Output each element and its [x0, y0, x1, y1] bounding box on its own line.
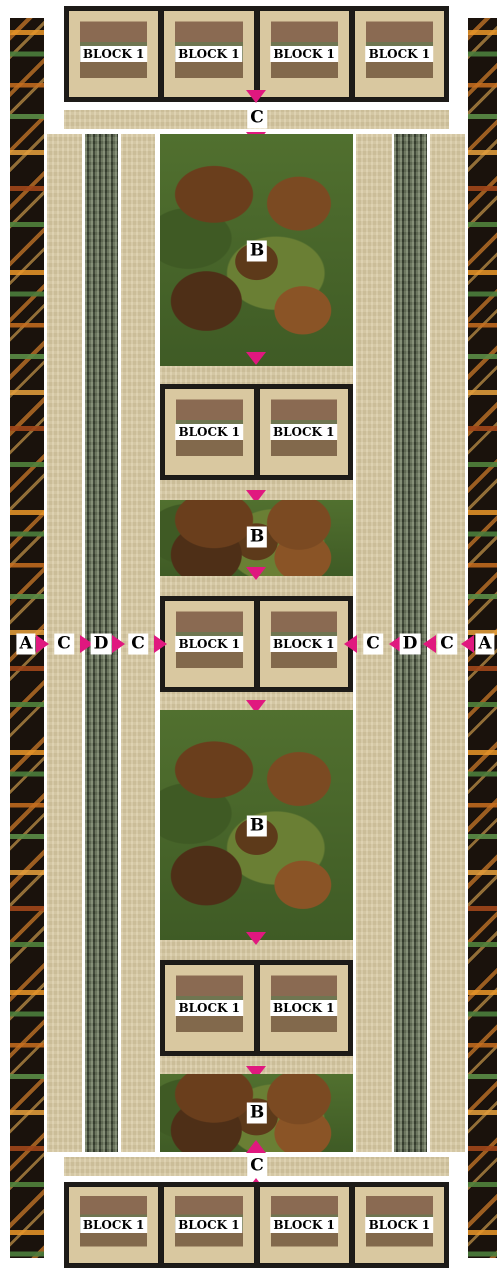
label-c-left-inner: C: [128, 634, 148, 655]
arrow-top-c-down: [246, 90, 266, 103]
bottom-block-row: BLOCK 1 BLOCK 1 BLOCK 1 BLOCK 1: [64, 1182, 449, 1268]
label-b-2: B: [247, 527, 267, 548]
label-b-4: B: [247, 1103, 267, 1124]
arrow-c-right-outer: [423, 635, 436, 653]
label-a-right: A: [475, 634, 494, 655]
label-c-right-inner: C: [363, 634, 383, 655]
block-1: BLOCK 1: [69, 11, 158, 97]
arrow-b1-bottom: [246, 352, 266, 365]
arrow-b3-bottom: [246, 932, 266, 945]
block-1-label: BLOCK 1: [270, 1000, 338, 1016]
label-c-left-outer: C: [54, 634, 74, 655]
block-1-label: BLOCK 1: [175, 424, 243, 440]
block-1-label: BLOCK 1: [175, 1000, 243, 1016]
block-1-label: BLOCK 1: [80, 1217, 148, 1233]
arrow-a-left: [36, 635, 49, 653]
arrow-a-right: [461, 635, 474, 653]
block-row-3: BLOCK 1 BLOCK 1: [160, 960, 353, 1056]
block-1: BLOCK 1: [260, 389, 349, 475]
block-1-label: BLOCK 1: [80, 46, 148, 62]
label-c-bottom: C: [247, 1156, 267, 1177]
block-1: BLOCK 1: [165, 389, 254, 475]
arrow-b4-bottom: [246, 1140, 266, 1153]
arrow-d-left: [112, 635, 125, 653]
block-1-label: BLOCK 1: [175, 46, 243, 62]
label-b-3: B: [247, 816, 267, 837]
block-1: BLOCK 1: [165, 965, 254, 1051]
label-c-right-outer: C: [437, 634, 457, 655]
block-1: BLOCK 1: [355, 11, 444, 97]
block-1: BLOCK 1: [164, 11, 253, 97]
label-c-top: C: [247, 108, 267, 129]
label-a-left: A: [16, 634, 35, 655]
arrow-c-right-inner: [344, 635, 357, 653]
top-block-row: BLOCK 1 BLOCK 1 BLOCK 1 BLOCK 1: [64, 6, 449, 102]
label-d-right: D: [400, 634, 421, 655]
block-1: BLOCK 1: [260, 1187, 349, 1263]
arrow-c-left-inner: [154, 635, 167, 653]
block-1: BLOCK 1: [165, 601, 254, 687]
block-1: BLOCK 1: [355, 1187, 444, 1263]
block-1: BLOCK 1: [260, 11, 349, 97]
block-1-label: BLOCK 1: [175, 1217, 243, 1233]
block-1: BLOCK 1: [260, 965, 349, 1051]
block-1: BLOCK 1: [69, 1187, 158, 1263]
arrow-b2-bottom: [246, 567, 266, 580]
block-1: BLOCK 1: [164, 1187, 253, 1263]
block-1: BLOCK 1: [260, 601, 349, 687]
block-1-label: BLOCK 1: [270, 424, 338, 440]
block-1-label: BLOCK 1: [270, 1217, 338, 1233]
label-b-1: B: [247, 241, 267, 262]
block-1-label: BLOCK 1: [366, 46, 434, 62]
block-1-label: BLOCK 1: [270, 46, 338, 62]
block-1-label: BLOCK 1: [175, 636, 243, 652]
block-1-label: BLOCK 1: [270, 636, 338, 652]
block-row-2: BLOCK 1 BLOCK 1: [160, 596, 353, 692]
block-row-1: BLOCK 1 BLOCK 1: [160, 384, 353, 480]
label-d-left: D: [91, 634, 112, 655]
block-1-label: BLOCK 1: [366, 1217, 434, 1233]
